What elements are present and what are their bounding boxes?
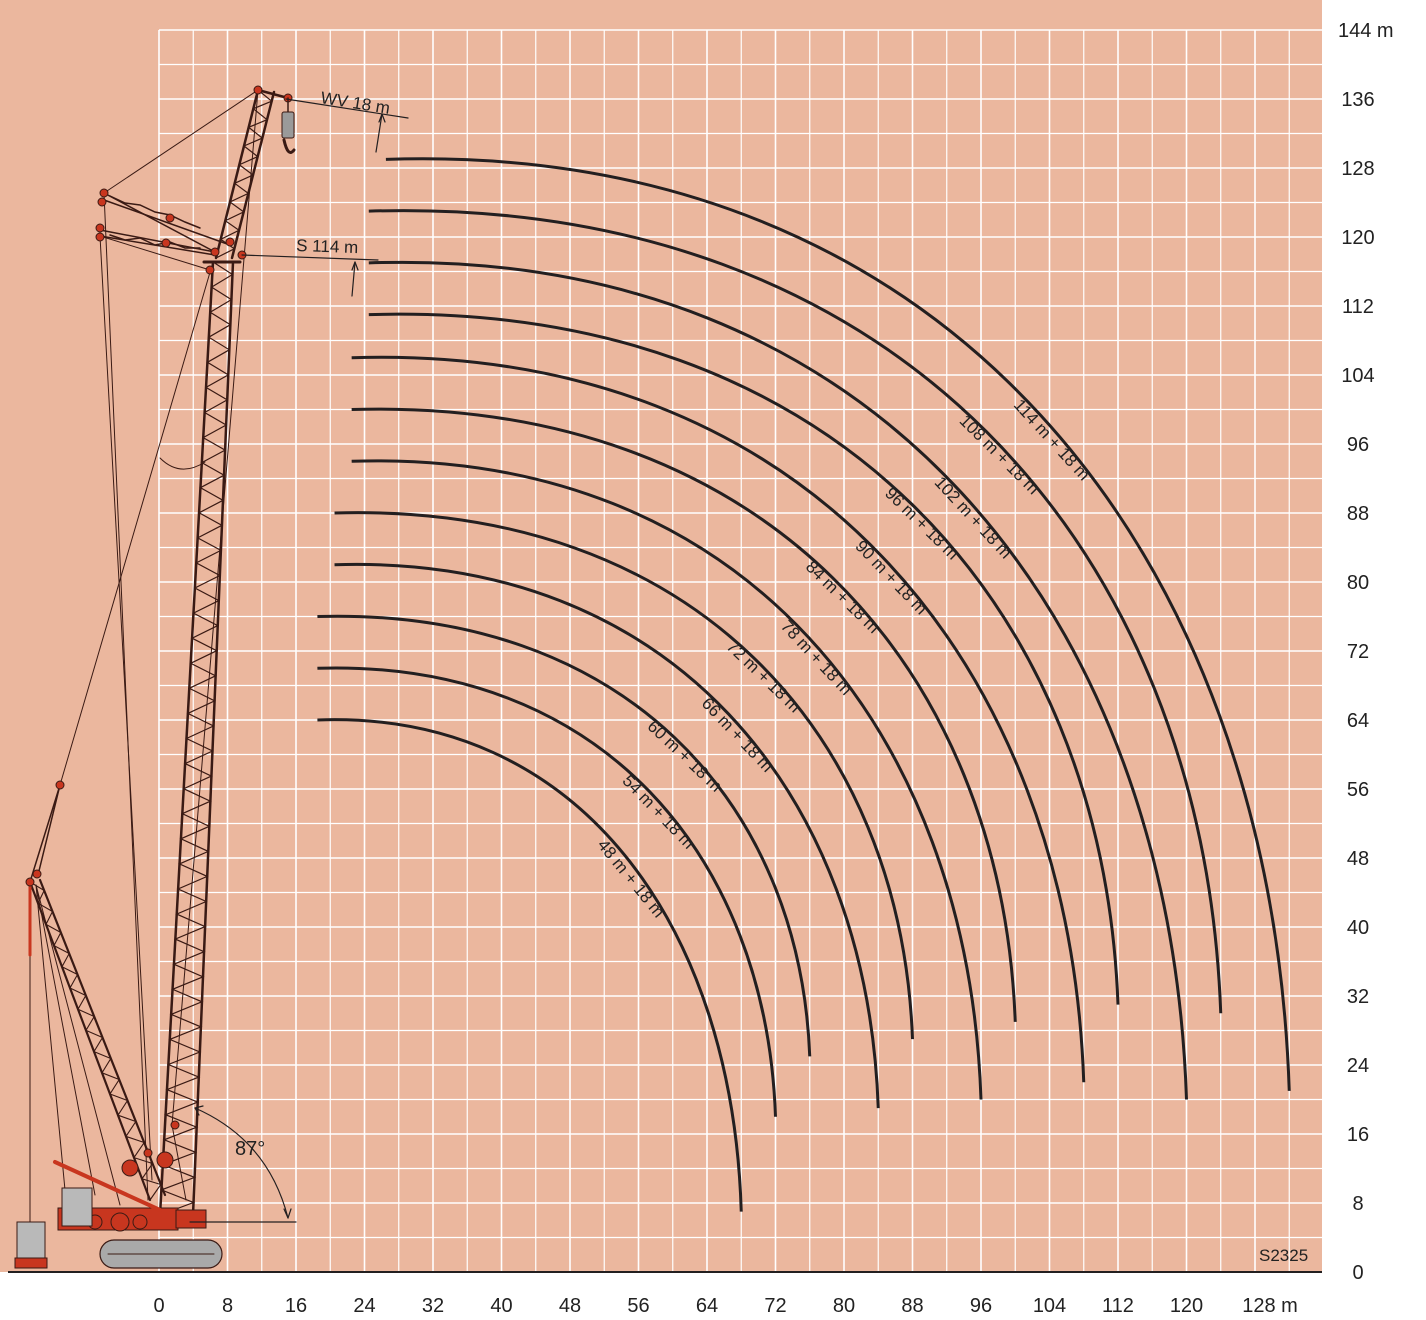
lifting-curve — [334, 511, 914, 1040]
lifting-curve — [368, 260, 1188, 1100]
x-tick-label: 40 — [490, 1295, 512, 1317]
x-tick-label: 56 — [627, 1295, 649, 1317]
plot-background — [0, 0, 1322, 1272]
lifting-curve — [351, 459, 983, 1100]
y-tick-label: 112 — [1342, 296, 1374, 318]
drawing-code: S2325 — [1259, 1246, 1308, 1265]
y-tick-label: 48 — [1347, 848, 1369, 870]
x-tick-label: 128 m — [1242, 1295, 1298, 1317]
y-tick-label: 32 — [1347, 986, 1369, 1008]
y-tick-label: 96 — [1347, 434, 1369, 456]
lifting-curve — [317, 614, 812, 1057]
lifting-curve — [317, 718, 743, 1212]
x-tick-label: 32 — [422, 1295, 444, 1317]
angle-label: 87° — [235, 1138, 265, 1160]
x-tick-label: 16 — [285, 1295, 307, 1317]
hook-block — [281, 97, 296, 154]
x-tick-label: 96 — [970, 1295, 992, 1317]
derrick-mast — [28, 784, 167, 1223]
y-tick-label: 80 — [1347, 572, 1369, 594]
x-tick-label: 0 — [153, 1295, 164, 1317]
x-tick-label: 80 — [833, 1295, 855, 1317]
y-tick-label: 88 — [1347, 503, 1369, 525]
x-tick-label: 48 — [559, 1295, 581, 1317]
guying-frames — [99, 89, 259, 271]
x-tick-label: 88 — [901, 1295, 923, 1317]
y-tick-label: 128 — [1341, 158, 1374, 180]
lifting-curve — [351, 407, 1017, 1022]
y-tick-label: 8 — [1352, 1193, 1363, 1215]
angle-marker — [189, 1105, 297, 1223]
lifting-curve — [368, 312, 1120, 1005]
main-boom — [158, 260, 242, 1217]
pivot-points — [25, 85, 293, 1158]
lifting-curves — [317, 157, 1291, 1212]
x-tick-label: 64 — [696, 1295, 718, 1317]
y-tick-label: 120 — [1341, 227, 1374, 249]
y-tick-label: 0 — [1352, 1262, 1363, 1284]
lifting-curve — [317, 666, 777, 1117]
lifting-curve — [351, 355, 1086, 1083]
y-tick-label: 136 — [1341, 89, 1374, 111]
luffing-jib — [214, 88, 290, 260]
y-tick-label: 56 — [1347, 779, 1369, 801]
superstructure — [14, 1151, 207, 1269]
y-tick-label: 40 — [1347, 917, 1369, 939]
x-tick-label: 104 — [1033, 1295, 1066, 1317]
lifting-curve — [368, 209, 1223, 1014]
lifting-curve — [385, 157, 1291, 1091]
dimension-markers — [241, 98, 409, 297]
crane-illustration — [14, 85, 409, 1269]
lifting-curve — [334, 562, 880, 1109]
y-tick-label: 104 — [1341, 365, 1374, 387]
x-tick-label: 120 — [1170, 1295, 1203, 1317]
y-tick-label: 24 — [1347, 1055, 1369, 1077]
guy-ropes — [59, 89, 259, 1201]
x-tick-label: 8 — [222, 1295, 233, 1317]
x-tick-label: 112 — [1102, 1295, 1134, 1317]
x-tick-label: 72 — [764, 1295, 786, 1317]
y-axis-ticks: 0 8 16 24 32 40 48 56 64 72 80 88 96 104 112 120 128 136 1… — [1338, 20, 1394, 1284]
x-axis-ticks: 0 8 16 24 32 40 48 56 64 72 80 88 96 104 112 120 128 m — [153, 1295, 1297, 1317]
boom-config-label: S 114 m — [296, 236, 359, 257]
y-tick-label: 64 — [1347, 710, 1369, 732]
x-tick-label: 24 — [353, 1295, 375, 1317]
y-tick-label: 72 — [1347, 641, 1369, 663]
y-tick-label: 16 — [1347, 1124, 1369, 1146]
y-tick-label: 144 m — [1338, 20, 1394, 42]
crawler-tracks — [99, 1239, 223, 1269]
